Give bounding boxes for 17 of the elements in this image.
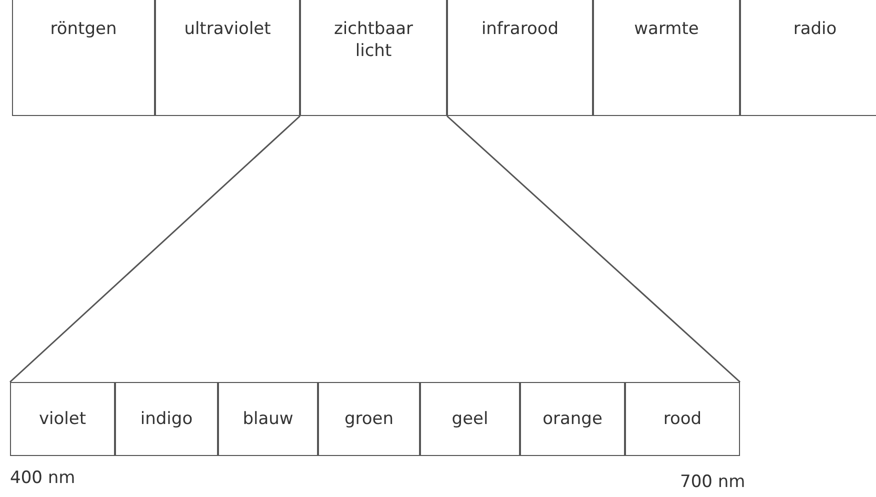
spectrum-band-box: orange bbox=[520, 382, 625, 456]
wavelength-label: 700 nm bbox=[680, 472, 746, 492]
wavelength-label: 400 nm bbox=[10, 468, 76, 488]
spectrum-band-box: indigo bbox=[115, 382, 218, 456]
spectrum-band-box: warmte bbox=[593, 0, 740, 116]
spectrum-band-box: blauw bbox=[218, 382, 318, 456]
spectrum-band-box: radio bbox=[740, 0, 876, 116]
zoom-line bbox=[446, 115, 740, 383]
spectrum-band-box: geel bbox=[420, 382, 520, 456]
spectrum-band-box: groen bbox=[318, 382, 420, 456]
zoom-line bbox=[10, 115, 300, 383]
spectrum-band-box: rood bbox=[625, 382, 740, 456]
spectrum-band-box: ultraviolet bbox=[155, 0, 300, 116]
spectrum-band-box: zichtbaar licht bbox=[300, 0, 447, 116]
spectrum-band-box: infrarood bbox=[447, 0, 593, 116]
spectrum-band-box: violet bbox=[10, 382, 115, 456]
spectrum-band-box: röntgen bbox=[12, 0, 155, 116]
